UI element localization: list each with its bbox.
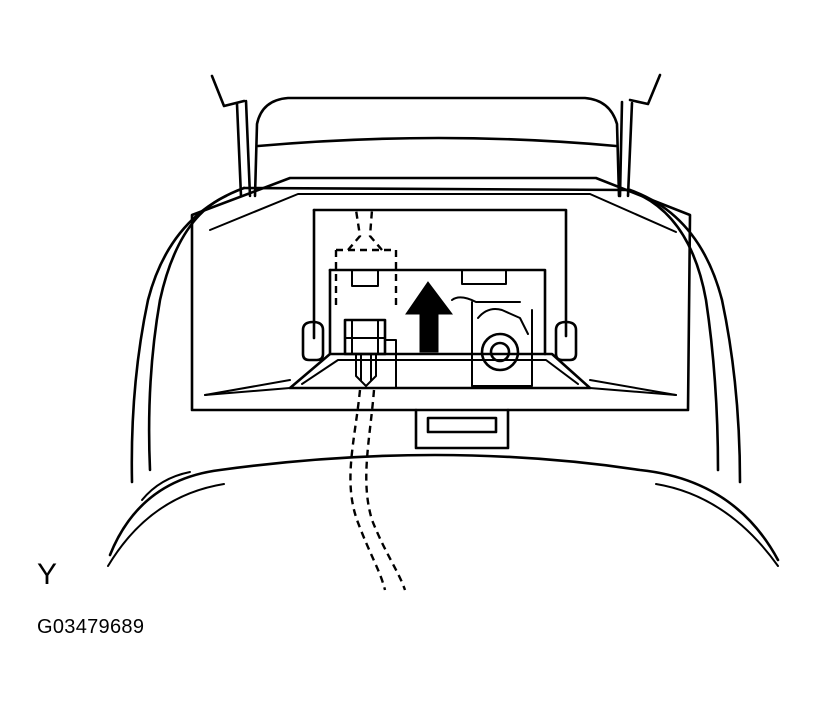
hidden-outline bbox=[334, 209, 398, 310]
center-notch bbox=[414, 408, 510, 450]
wire-harness bbox=[349, 389, 407, 591]
headrest-top bbox=[253, 96, 621, 198]
side-clips bbox=[301, 320, 578, 362]
back-panel bbox=[190, 176, 692, 412]
bracket-housing bbox=[328, 268, 547, 387]
lower-tray bbox=[288, 352, 592, 390]
figure-code: G03479689 bbox=[37, 616, 145, 638]
pivot-bolt bbox=[480, 332, 520, 372]
view-label: Y bbox=[37, 558, 58, 591]
seat-cushion-edge bbox=[107, 453, 780, 567]
headrest-stays bbox=[210, 73, 662, 198]
arrow-up-icon bbox=[405, 281, 453, 353]
connector bbox=[343, 318, 397, 389]
